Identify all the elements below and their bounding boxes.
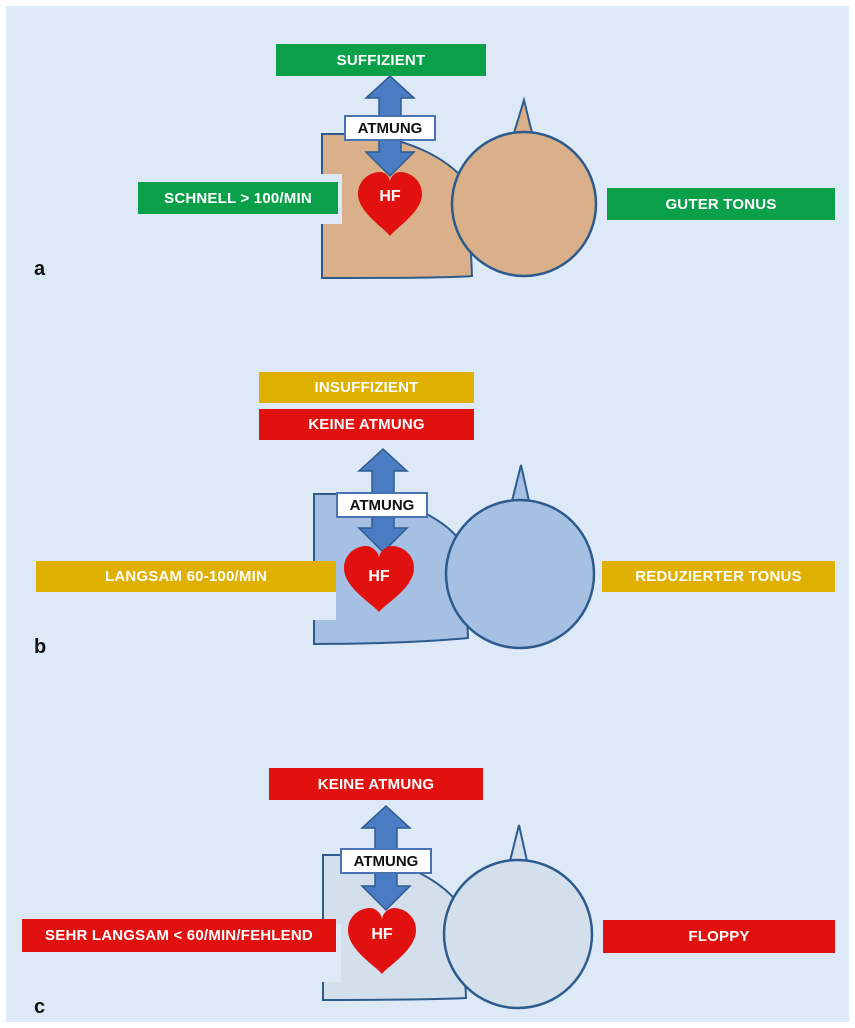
panel-label-a: a: [34, 258, 46, 280]
heart-icon: [348, 908, 416, 974]
breathing-status-box: SUFFIZIENT: [276, 44, 486, 76]
head-shape: [444, 498, 596, 650]
hf-label: HF: [371, 926, 393, 943]
tone-box: FLOPPY: [603, 920, 835, 953]
heart-icon: [344, 546, 414, 612]
breathing-status-box: INSUFFIZIENT: [259, 372, 474, 403]
head-shape: [450, 130, 598, 278]
head-tip-shape: [510, 464, 531, 502]
heart-rate-box: SCHNELL > 100/MIN: [138, 182, 338, 214]
figure: SUFFIZIENT ATMUNG HF SCHNELL > 100/MIN G…: [6, 6, 849, 1022]
panel-label-c: c: [34, 996, 46, 1018]
tone-box: REDUZIERTER TONUS: [602, 561, 835, 592]
heart-rate-box: SEHR LANGSAM < 60/MIN/FEHLEND: [22, 919, 336, 952]
heart-icon: [358, 172, 422, 236]
head-tip-shape: [508, 824, 529, 862]
atmung-label: ATMUNG: [344, 115, 436, 141]
breathing-status-box: KEINE ATMUNG: [259, 409, 474, 440]
head-tip-shape: [512, 96, 534, 134]
panel-label-b: b: [34, 636, 47, 658]
breathing-status-box: KEINE ATMUNG: [269, 768, 483, 800]
tone-box: GUTER TONUS: [607, 188, 835, 220]
panel-c-drawing: [313, 804, 594, 1010]
hf-label: HF: [368, 568, 390, 585]
panel-a-drawing: [312, 74, 598, 280]
head-shape: [442, 858, 594, 1010]
panel-b-drawing: [304, 447, 596, 650]
atmung-label: ATMUNG: [336, 492, 428, 518]
atmung-label: ATMUNG: [340, 848, 432, 874]
heart-rate-box: LANGSAM 60-100/MIN: [36, 561, 336, 592]
hf-label: HF: [379, 188, 401, 205]
